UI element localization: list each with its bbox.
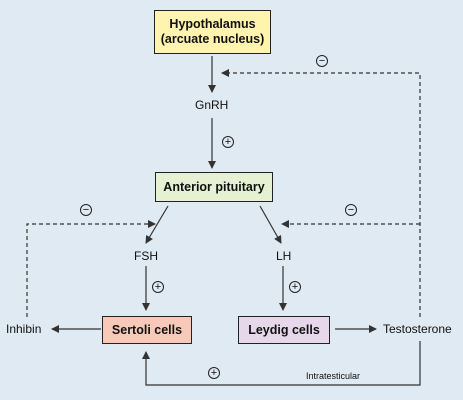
- intratesticular-plus-sign: +: [208, 367, 220, 379]
- inhibin-minus-sign: −: [80, 204, 92, 216]
- hypothalamus-minus-sign: −: [316, 55, 328, 67]
- testosterone-minus-sign: −: [345, 204, 357, 216]
- hypothalamus-title: Hypothalamus: [169, 17, 256, 31]
- testosterone-label: Testosterone: [383, 322, 452, 336]
- inhibin-to-pituitary-feedback: [26, 220, 156, 317]
- lh-label: LH: [276, 249, 292, 263]
- gnrh-plus-sign: +: [222, 136, 234, 148]
- leydig-cells-label: Leydig cells: [248, 322, 320, 337]
- fsh-plus-sign: +: [152, 281, 164, 293]
- hypothalamus-box: Hypothalamus (arcuate nucleus): [154, 10, 271, 54]
- pituitary-to-fsh-arrow: [145, 205, 169, 244]
- anterior-pituitary-box: Anterior pituitary: [155, 172, 273, 202]
- inhibin-label: Inhibin: [6, 322, 42, 336]
- lh-plus-sign: +: [289, 281, 301, 293]
- sertoli-cells-label: Sertoli cells: [111, 322, 183, 337]
- hypothalamus-subtitle: (arcuate nucleus): [160, 32, 265, 46]
- pituitary-to-lh-arrow: [259, 205, 282, 244]
- intratesticular-path: [142, 341, 421, 386]
- sertoli-cells-box: Sertoli cells: [102, 316, 192, 344]
- intratesticular-label: Intratesticular: [306, 371, 361, 381]
- gnrh-label: GnRH: [195, 98, 229, 112]
- fsh-label: FSH: [134, 249, 158, 263]
- anterior-pituitary-label: Anterior pituitary: [163, 179, 265, 194]
- leydig-cells-box: Leydig cells: [238, 316, 330, 344]
